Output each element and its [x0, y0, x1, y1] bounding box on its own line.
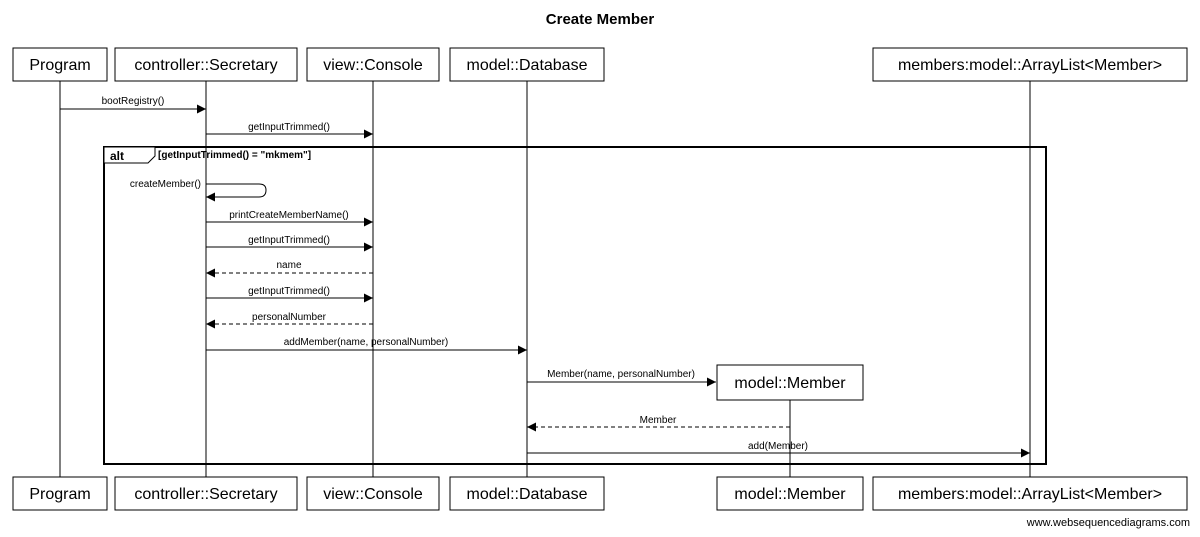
participant-console-top: view::Console — [306, 47, 440, 82]
alt-keyword: alt — [110, 149, 124, 163]
message-label: Member(name, personalNumber) — [547, 369, 695, 380]
message-createmember-self: createMember() — [130, 179, 267, 202]
message-return-name: name — [206, 260, 373, 278]
message-label: addMember(name, personalNumber) — [284, 337, 449, 348]
participant-program-bottom: Program — [12, 476, 108, 511]
participant-label: members:model::ArrayList<Member> — [898, 57, 1162, 74]
participant-label: model::Member — [734, 375, 846, 392]
participant-label: model::Database — [467, 57, 588, 74]
participant-label: view::Console — [323, 57, 423, 74]
message-label: getInputTrimmed() — [248, 286, 330, 297]
participant-arraylist-bottom: members:model::ArrayList<Member> — [872, 476, 1188, 511]
message-label: getInputTrimmed() — [248, 235, 330, 246]
participant-database-bottom: model::Database — [449, 476, 605, 511]
message-member-constructor: Member(name, personalNumber) — [527, 369, 716, 387]
message-return-personalnumber: personalNumber — [206, 312, 373, 329]
participant-label: members:model::ArrayList<Member> — [898, 486, 1162, 503]
message-label: bootRegistry() — [102, 96, 165, 107]
participant-label: Program — [29, 57, 90, 74]
participant-label: Program — [29, 486, 90, 503]
alt-frame: alt [getInputTrimmed() = "mkmem"] — [103, 146, 1047, 465]
message-label: Member — [640, 415, 677, 426]
message-getinputtrimmed-2: getInputTrimmed() — [206, 235, 373, 252]
message-label: getInputTrimmed() — [248, 122, 330, 133]
participant-label: model::Database — [467, 486, 588, 503]
message-label: add(Member) — [748, 441, 808, 452]
participant-label: model::Member — [734, 486, 846, 503]
participant-label: controller::Secretary — [134, 57, 277, 74]
participant-database-top: model::Database — [449, 47, 605, 82]
participant-member-bottom: model::Member — [716, 476, 864, 511]
message-getinputtrimmed-3: getInputTrimmed() — [206, 286, 373, 303]
alt-guard: [getInputTrimmed() = "mkmem"] — [158, 150, 311, 161]
message-printcreatemembername: printCreateMemberName() — [206, 210, 373, 227]
message-label: printCreateMemberName() — [229, 210, 348, 221]
participant-member-created: model::Member — [716, 364, 864, 401]
participant-program-top: Program — [12, 47, 108, 82]
participant-console-bottom: view::Console — [306, 476, 440, 511]
message-bootregistry: bootRegistry() — [60, 96, 206, 114]
diagram-title: Create Member — [546, 11, 655, 28]
message-return-member: Member — [527, 415, 790, 432]
participant-secretary-top: controller::Secretary — [114, 47, 298, 82]
participant-arraylist-top: members:model::ArrayList<Member> — [872, 47, 1188, 82]
message-add-member: add(Member) — [527, 441, 1030, 458]
footer-watermark: www.websequencediagrams.com — [1026, 517, 1190, 529]
participant-label: controller::Secretary — [134, 486, 277, 503]
message-getinputtrimmed-1: getInputTrimmed() — [206, 122, 373, 139]
message-label: createMember() — [130, 179, 201, 190]
message-label: personalNumber — [252, 312, 327, 323]
participant-secretary-bottom: controller::Secretary — [114, 476, 298, 511]
message-addmember: addMember(name, personalNumber) — [206, 337, 527, 355]
participant-label: view::Console — [323, 486, 423, 503]
message-label: name — [276, 260, 301, 271]
